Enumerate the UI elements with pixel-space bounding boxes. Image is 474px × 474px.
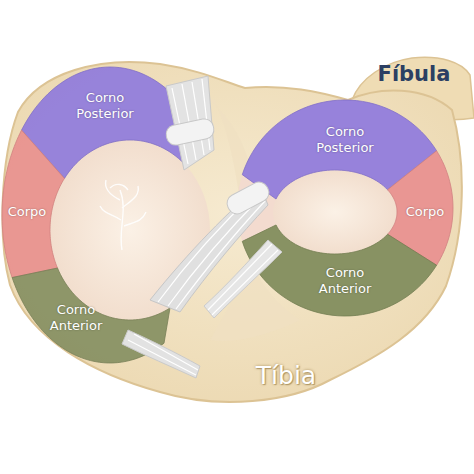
ligament-stump	[224, 179, 272, 217]
segment-label: Corpo	[0, 204, 69, 220]
segment-label: Corno Posterior	[63, 90, 147, 121]
ligament-stump	[164, 117, 215, 147]
segment-label: Corpo	[383, 204, 467, 220]
bone-label: Fíbula	[378, 62, 451, 86]
segment-fill	[242, 225, 436, 316]
tibial-plateau	[2, 62, 461, 402]
posterior-root-ligament	[166, 76, 214, 170]
segment-label: Corno Posterior	[303, 124, 387, 155]
segment-label: Corno Anterior	[303, 265, 387, 296]
segment-fill	[2, 130, 64, 277]
cartilage-sketch	[100, 180, 146, 250]
bone-label: Tíbia	[256, 361, 316, 390]
cruciate-ligament	[150, 185, 268, 312]
meniscus-segment: Corno Anterior	[242, 224, 437, 316]
lateral-meniscus-hole	[273, 170, 397, 254]
segment-shape	[2, 130, 65, 278]
meniscus-segment: Corno Anterior	[12, 268, 170, 363]
segment-label: Corno Anterior	[34, 302, 118, 333]
anterior-root-ligament	[122, 240, 282, 378]
meniscus-segment: Corpo	[2, 130, 65, 278]
segment-fill	[12, 268, 170, 363]
medial-plateau-cartilage	[50, 140, 210, 320]
